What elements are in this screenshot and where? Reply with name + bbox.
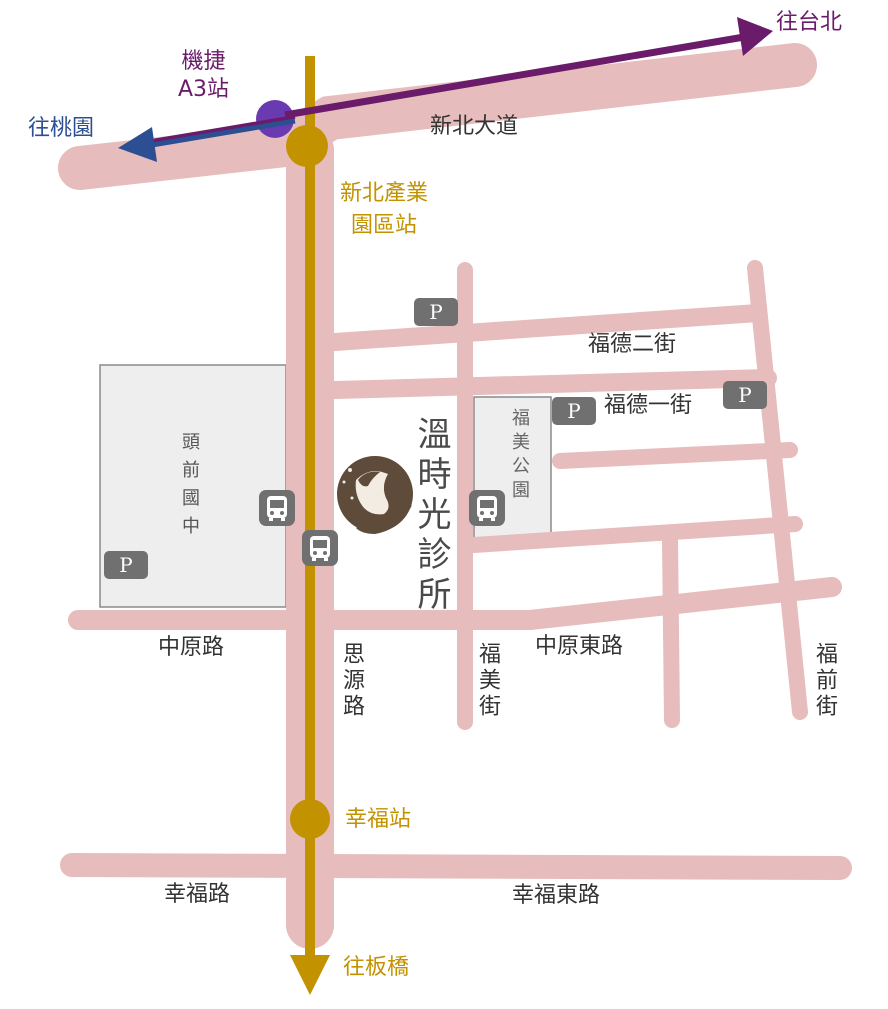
direction-to-taipei: 往台北 xyxy=(776,10,843,35)
school-label: 頭前國中 xyxy=(179,432,200,544)
road-label-xingfu: 幸福路 xyxy=(164,882,231,907)
clinic-name: 溫時光診所 xyxy=(411,416,451,616)
road-label-zhongyuan: 中原路 xyxy=(158,635,225,660)
station-xingfu-label: 幸福站 xyxy=(345,807,412,832)
road-label-xingfu-east: 幸福東路 xyxy=(512,883,601,908)
road-label-fumei-st: 福美街 xyxy=(475,642,500,720)
road-fude-1st xyxy=(326,369,777,399)
parking-icon: P xyxy=(104,551,148,579)
road-label-fude-2nd: 福德二街 xyxy=(588,332,677,357)
arrow-right-icon xyxy=(737,17,773,56)
station-industrial-park-marker xyxy=(286,125,328,167)
clinic-logo-icon xyxy=(337,456,413,534)
road-label-fude-1st: 福德一街 xyxy=(604,393,693,418)
parking-icon: P xyxy=(723,381,767,409)
road-park-north xyxy=(552,442,798,469)
bus-icon xyxy=(469,490,505,526)
road-park-south xyxy=(466,516,803,553)
station-industrial-park-label: 新北產業 園區站 xyxy=(340,181,429,238)
road-label-zhongyuan-east: 中原東路 xyxy=(535,634,624,659)
bus-icon xyxy=(259,490,295,526)
direction-to-banqiao: 往板橋 xyxy=(343,955,410,980)
arrow-down-icon xyxy=(290,955,330,995)
circular-line xyxy=(286,56,330,995)
arrow-left-icon xyxy=(118,127,157,162)
road-mid-vertical xyxy=(662,532,680,728)
parking-icon: P xyxy=(552,397,596,425)
road-label-xinbei-blvd: 新北大道 xyxy=(430,114,519,139)
direction-to-taoyuan: 往桃園 xyxy=(28,116,95,141)
road-label-siyuan: 思源路 xyxy=(339,642,364,720)
airport-line xyxy=(118,17,773,162)
road-fuqian-st xyxy=(747,260,808,720)
station-a3-label: 機捷 A3站 xyxy=(178,49,230,102)
station-xingfu-marker xyxy=(290,799,330,839)
road-fude-2nd xyxy=(326,304,767,351)
park-label: 福美公園 xyxy=(509,408,530,504)
parking-icon: P xyxy=(414,298,458,326)
road-label-fuqian-st: 福前街 xyxy=(812,642,837,720)
bus-icon xyxy=(302,530,338,566)
road-xingfu xyxy=(60,853,852,880)
